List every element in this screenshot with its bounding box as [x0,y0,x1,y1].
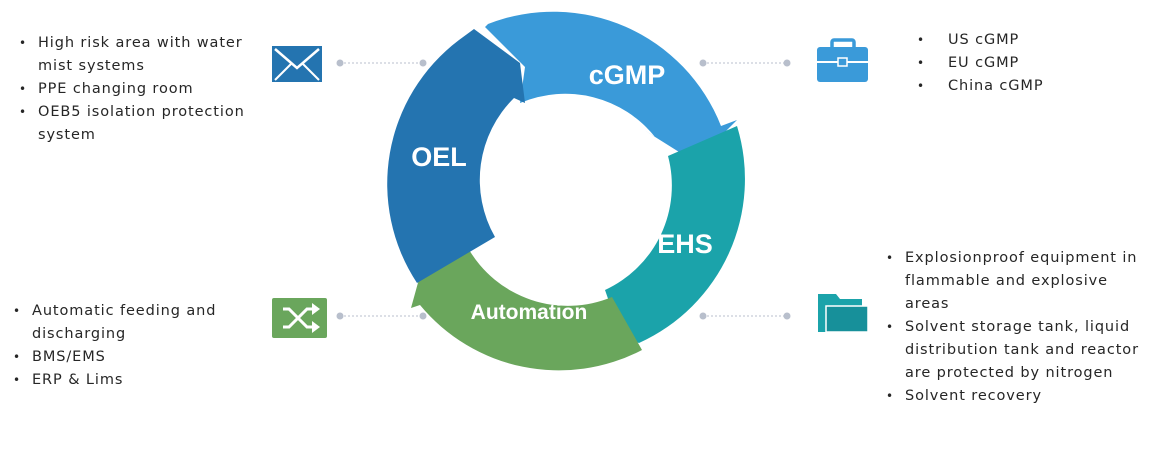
segment-cgmp [485,11,737,163]
connector-top-left [336,59,427,67]
ehs-list: Explosionproof equipment in flammable an… [886,247,1140,408]
oel-list: High risk area with water mist systems P… [19,32,263,147]
list-item: ERP & Lims [13,369,247,392]
briefcase-icon [817,38,868,82]
segment-automation [411,239,642,371]
folder-icon [818,294,869,333]
connector-bottom-right [699,312,791,320]
list-item: Solvent recovery [886,385,1140,408]
connector-top-right [699,59,791,67]
list-item: US cGMP [917,29,1108,52]
segment-oel [387,29,525,283]
list-item: China cGMP [917,75,1108,98]
segment-label-cgmp: cGMP [589,60,666,90]
list-item: BMS/EMS [13,346,247,369]
list-item: EU cGMP [917,52,1108,75]
envelope-icon [272,46,322,82]
segment-label-automation: Automation [471,301,588,324]
segment-label-oel: OEL [411,142,467,172]
list-item: High risk area with water mist systems [19,32,263,78]
list-item: OEB5 isolation protection system [19,101,263,147]
list-item: PPE changing room [19,78,263,101]
segment-ehs [605,126,745,343]
shuffle-icon [272,298,327,338]
connector-bottom-left [336,312,427,320]
cgmp-list: US cGMP EU cGMP China cGMP [917,29,1108,98]
list-item: Solvent storage tank, liquid distributio… [886,316,1140,385]
automation-list: Automatic feeding and discharging BMS/EM… [13,300,247,392]
list-item: Explosionproof equipment in flammable an… [886,247,1140,316]
segment-label-ehs: EHS [657,229,713,259]
list-item: Automatic feeding and discharging [13,300,247,346]
